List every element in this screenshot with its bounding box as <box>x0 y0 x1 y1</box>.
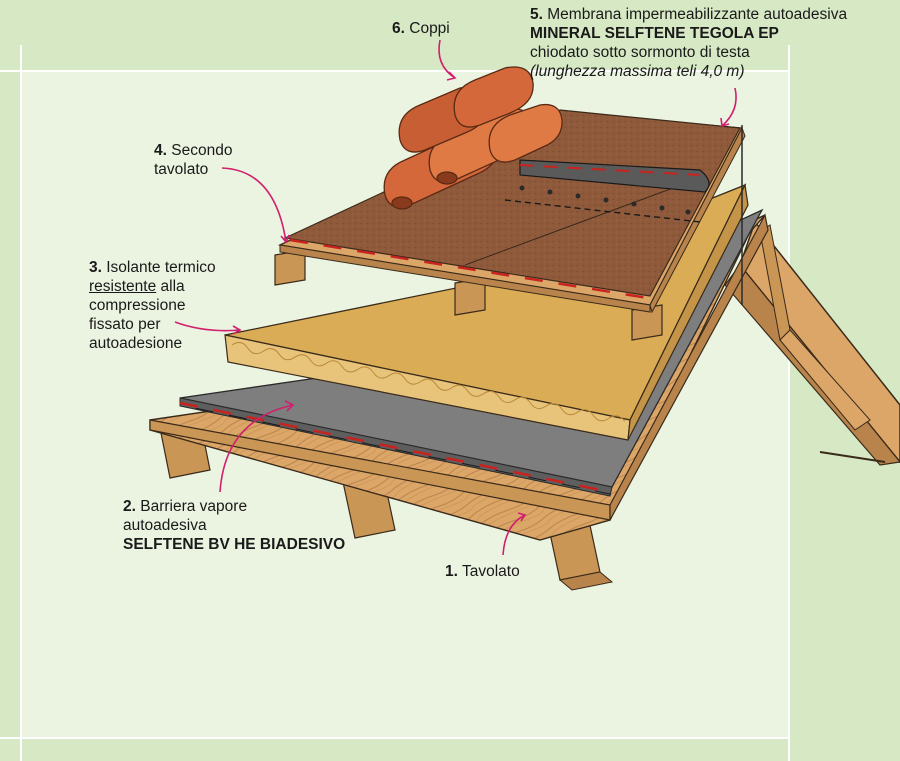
leader-l4 <box>221 167 287 243</box>
label-2-line1: Barriera vapore <box>140 498 248 515</box>
frame-line-right <box>788 45 790 761</box>
leader-l4-arrow <box>280 234 290 244</box>
label-4-secondo-tavolato: 4. Secondo tavolato <box>154 141 232 179</box>
label-6-coppi: 6. Coppi <box>392 19 450 38</box>
leader-l5 <box>721 87 737 127</box>
label-4-number: 4. <box>154 142 167 159</box>
roof-truss <box>724 220 900 466</box>
label-1-number: 1. <box>445 563 458 580</box>
label-4-line2: tavolato <box>154 161 209 178</box>
frame-line-bottom <box>0 737 790 739</box>
label-2-number: 2. <box>123 498 136 515</box>
label-2-line2: autoadesiva <box>123 517 207 534</box>
leader-lines <box>174 39 737 556</box>
leader-l3 <box>174 321 241 332</box>
label-1-text: Tavolato <box>461 563 520 580</box>
leader-l1-arrow <box>517 512 527 522</box>
label-1-tavolato: 1. Tavolato <box>445 562 520 581</box>
leader-l5-arrow <box>720 117 730 128</box>
battens <box>274 249 663 341</box>
label-3-line5: autoadesione <box>89 335 183 352</box>
label-3-number: 3. <box>89 259 102 276</box>
label-3-underlined-word: resistente <box>89 278 157 295</box>
label-5-product: MINERAL SELFTENE TEGOLA EP <box>530 25 779 42</box>
label-2-product: SELFTENE BV HE BIADESIVO <box>123 536 346 553</box>
label-4-line1: Secondo <box>171 142 233 159</box>
leader-l1 <box>502 514 526 556</box>
label-5-note: (lunghezza massima teli 4,0 m) <box>530 63 745 80</box>
leader-l2-arrow <box>284 400 295 412</box>
label-3-line2-rest: alla <box>156 278 185 295</box>
label-5-number: 5. <box>530 6 543 23</box>
leader-l6-arrow <box>446 71 457 81</box>
label-6-text: Coppi <box>409 20 450 37</box>
frame-line-top <box>0 70 790 72</box>
label-6-number: 6. <box>392 20 405 37</box>
label-3-line4: fissato per <box>89 316 161 333</box>
label-5-line1: Membrana impermeabilizzante autoadesiva <box>547 6 848 23</box>
layer-6-tiles <box>383 66 563 210</box>
leader-l6 <box>438 39 456 79</box>
frame-line-left <box>20 45 22 761</box>
leader-l3-arrow <box>232 325 242 335</box>
label-3-isolante: 3. Isolante termico resistente alla comp… <box>89 258 216 353</box>
label-3-line1: Isolante termico <box>106 259 216 276</box>
label-5-membrana: 5. Membrana impermeabilizzante autoadesi… <box>530 5 847 81</box>
label-3-line3: compressione <box>89 297 186 314</box>
label-2-barriera-vapore: 2. Barriera vapore autoadesiva SELFTENE … <box>123 497 345 554</box>
layer-5-cap-sheet <box>282 109 743 305</box>
label-5-line3: chiodato sotto sormonto di testa <box>530 44 750 61</box>
leader-l2 <box>219 404 294 493</box>
